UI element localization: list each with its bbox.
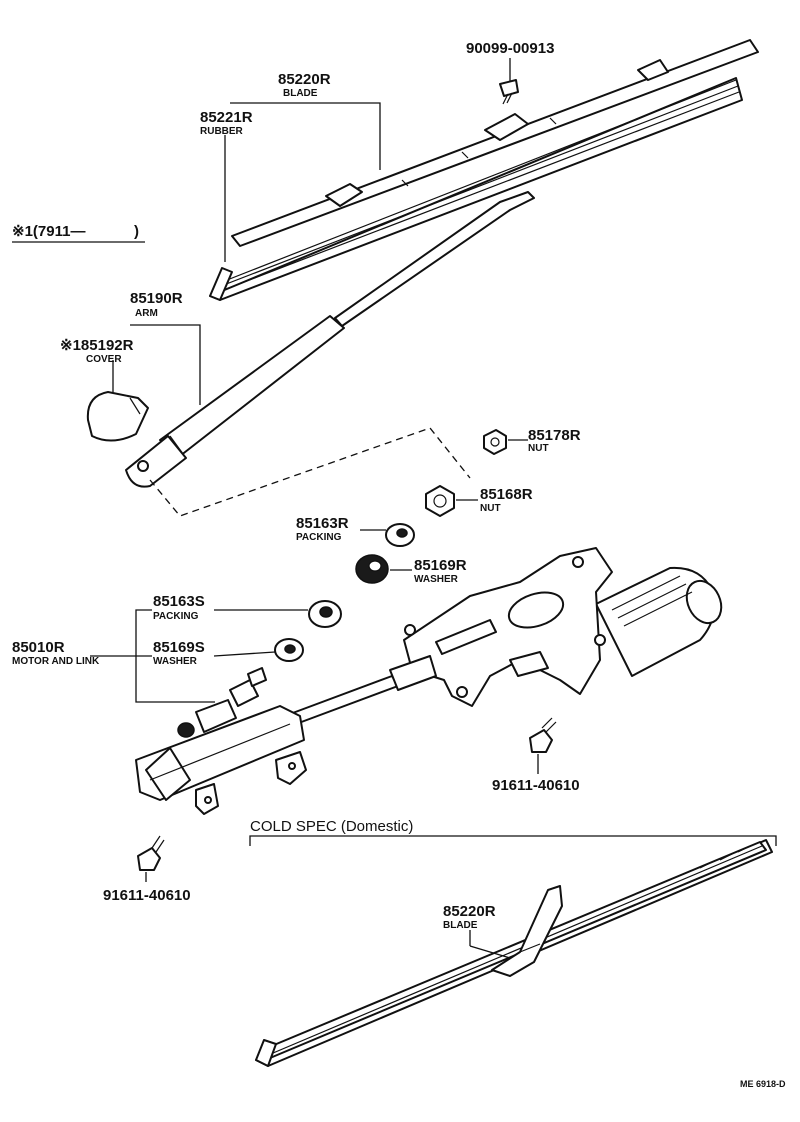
spec-note-close: ) bbox=[134, 223, 139, 240]
blade-bottom-part-number: 85220R bbox=[443, 903, 496, 920]
leader-blade-rubber bbox=[224, 102, 381, 262]
spec-note: ※1(7911— bbox=[12, 223, 85, 240]
nut-85178R bbox=[483, 429, 507, 455]
bolt-top-part-number: 90099-00913 bbox=[466, 40, 554, 57]
wiper-arm-cover bbox=[86, 391, 149, 442]
motor-and-link-assembly bbox=[135, 547, 723, 815]
washer-s-part-number: 85169S bbox=[153, 639, 205, 656]
motor-name: MOTOR AND LINK bbox=[12, 656, 100, 667]
rubber-part-number: 85221R bbox=[200, 109, 253, 126]
cover-part-number: ※185192R bbox=[60, 337, 134, 354]
wiper-arm bbox=[125, 191, 535, 488]
blade-top-part-number: 85220R bbox=[278, 71, 331, 88]
washer-85169R bbox=[355, 554, 389, 584]
leader-arm bbox=[130, 324, 201, 405]
washer-85169S bbox=[274, 638, 304, 662]
bolt-91611-40610-left bbox=[137, 835, 165, 882]
bolt-90099-00913 bbox=[499, 58, 519, 105]
arm-name: ARM bbox=[135, 308, 158, 319]
blade-top-name: BLADE bbox=[283, 88, 318, 99]
blade-bottom-name: BLADE bbox=[443, 920, 478, 931]
nut2-part-number: 85168R bbox=[480, 486, 533, 503]
drawing-code: ME 6918-D bbox=[740, 1079, 786, 1089]
wiper-blade-cold-spec bbox=[255, 839, 773, 1067]
rubber-name: RUBBER bbox=[200, 126, 244, 137]
bolt-91611-40610-right bbox=[529, 717, 557, 774]
packing-r-name: PACKING bbox=[296, 532, 342, 543]
nut2-name: NUT bbox=[480, 503, 501, 514]
arm-part-number: 85190R bbox=[130, 290, 183, 307]
washer-s-name: WASHER bbox=[153, 656, 198, 667]
motor-part-number: 85010R bbox=[12, 639, 65, 656]
cover-name: COVER bbox=[86, 354, 122, 365]
packing-s-part-number: 85163S bbox=[153, 593, 205, 610]
washer-r-part-number: 85169R bbox=[414, 557, 467, 574]
leader-blade-bottom-2 bbox=[469, 945, 511, 959]
cold-spec-heading: COLD SPEC (Domestic) bbox=[250, 818, 413, 835]
nut1-name: NUT bbox=[528, 443, 549, 454]
leader-washer-s bbox=[213, 651, 276, 657]
bolt-left-part-number: 91611-40610 bbox=[103, 887, 191, 904]
nut-85168R bbox=[425, 485, 455, 517]
nut1-part-number: 85178R bbox=[528, 427, 581, 444]
washer-r-name: WASHER bbox=[414, 574, 459, 585]
packing-85163R bbox=[385, 523, 415, 547]
packing-s-name: PACKING bbox=[153, 611, 199, 622]
wiper-blade-top bbox=[209, 39, 759, 301]
bolt-right-part-number: 91611-40610 bbox=[492, 777, 580, 794]
packing-r-part-number: 85163R bbox=[296, 515, 349, 532]
cold-spec-bracket bbox=[249, 835, 777, 846]
packing-85163S bbox=[308, 600, 342, 628]
